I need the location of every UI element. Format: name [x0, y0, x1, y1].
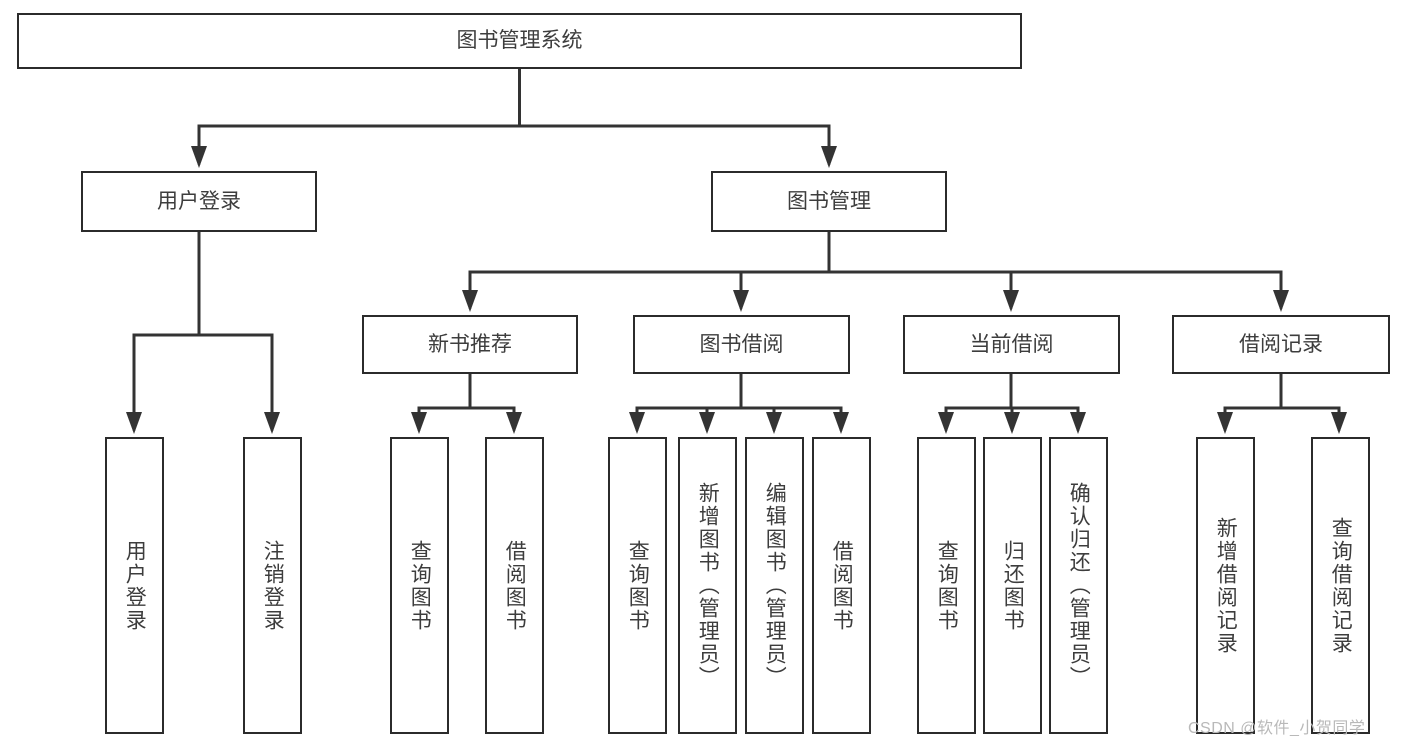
node-label: 图书借阅 — [699, 332, 784, 356]
node-label: 编辑图书（管理员） — [763, 482, 787, 689]
arrowhead-icon — [833, 412, 849, 434]
node-book-borrow[interactable]: 图书借阅 — [633, 315, 850, 374]
arrowhead-icon — [264, 412, 280, 434]
node-leaf-user-login[interactable]: 用户登录 — [105, 437, 164, 734]
arrowhead-icon — [1003, 290, 1019, 312]
node-label: 新增借阅记录 — [1214, 516, 1238, 655]
arrowhead-icon — [411, 412, 427, 434]
arrowhead-icon — [126, 412, 142, 434]
node-label: 查询图书 — [408, 539, 432, 632]
node-leaf-confirm-return[interactable]: 确认归还（管理员） — [1049, 437, 1108, 734]
arrowhead-icon — [1004, 412, 1020, 434]
node-leaf-add-book[interactable]: 新增图书（管理员） — [678, 437, 737, 734]
node-label: 确认归还（管理员） — [1067, 482, 1091, 689]
node-label: 图书管理系统 — [456, 29, 583, 53]
node-label: 查询图书 — [935, 539, 959, 632]
node-leaf-borrow-book[interactable]: 借阅图书 — [812, 437, 871, 734]
node-leaf-query-book-borrow[interactable]: 查询图书 — [608, 437, 667, 734]
node-leaf-add-record[interactable]: 新增借阅记录 — [1196, 437, 1255, 734]
arrowhead-icon — [699, 412, 715, 434]
node-new-book-rec[interactable]: 新书推荐 — [362, 315, 578, 374]
arrowhead-icon — [629, 412, 645, 434]
node-label: 查询借阅记录 — [1329, 516, 1353, 655]
node-label: 新增图书（管理员） — [696, 482, 720, 689]
node-label: 用户登录 — [157, 189, 241, 213]
arrowhead-icon — [1217, 412, 1233, 434]
node-borrow-record[interactable]: 借阅记录 — [1172, 315, 1390, 374]
arrowhead-icon — [821, 146, 837, 168]
node-label: 图书管理 — [787, 189, 871, 213]
arrowhead-icon — [766, 412, 782, 434]
node-root[interactable]: 图书管理系统 — [17, 13, 1022, 69]
arrowhead-icon — [191, 146, 207, 168]
node-leaf-query-record[interactable]: 查询借阅记录 — [1311, 437, 1370, 734]
node-current-borrow[interactable]: 当前借阅 — [903, 315, 1120, 374]
node-leaf-return-book[interactable]: 归还图书 — [983, 437, 1042, 734]
node-leaf-logout[interactable]: 注销登录 — [243, 437, 302, 734]
node-user-login[interactable]: 用户登录 — [81, 171, 317, 232]
arrowhead-icon — [733, 290, 749, 312]
node-leaf-query-book-cur[interactable]: 查询图书 — [917, 437, 976, 734]
node-leaf-borrow-book-rec[interactable]: 借阅图书 — [485, 437, 544, 734]
node-book-manage[interactable]: 图书管理 — [711, 171, 947, 232]
node-label: 当前借阅 — [969, 332, 1054, 356]
arrowhead-icon — [1070, 412, 1086, 434]
arrowhead-icon — [1331, 412, 1347, 434]
node-label: 借阅图书 — [830, 539, 854, 632]
node-label: 查询图书 — [626, 539, 650, 632]
watermark-text: CSDN @软件_小贺同学 — [1188, 720, 1366, 737]
arrowhead-icon — [462, 290, 478, 312]
node-label: 注销登录 — [261, 539, 285, 632]
node-label: 借阅记录 — [1239, 332, 1323, 356]
node-leaf-query-book-rec[interactable]: 查询图书 — [390, 437, 449, 734]
node-label: 用户登录 — [123, 539, 147, 632]
node-leaf-edit-book[interactable]: 编辑图书（管理员） — [745, 437, 804, 734]
node-label: 借阅图书 — [503, 539, 527, 632]
node-label: 归还图书 — [1001, 539, 1025, 632]
arrowhead-icon — [1273, 290, 1289, 312]
node-label: 新书推荐 — [428, 332, 512, 356]
arrowhead-icon — [938, 412, 954, 434]
arrowhead-icon — [506, 412, 522, 434]
